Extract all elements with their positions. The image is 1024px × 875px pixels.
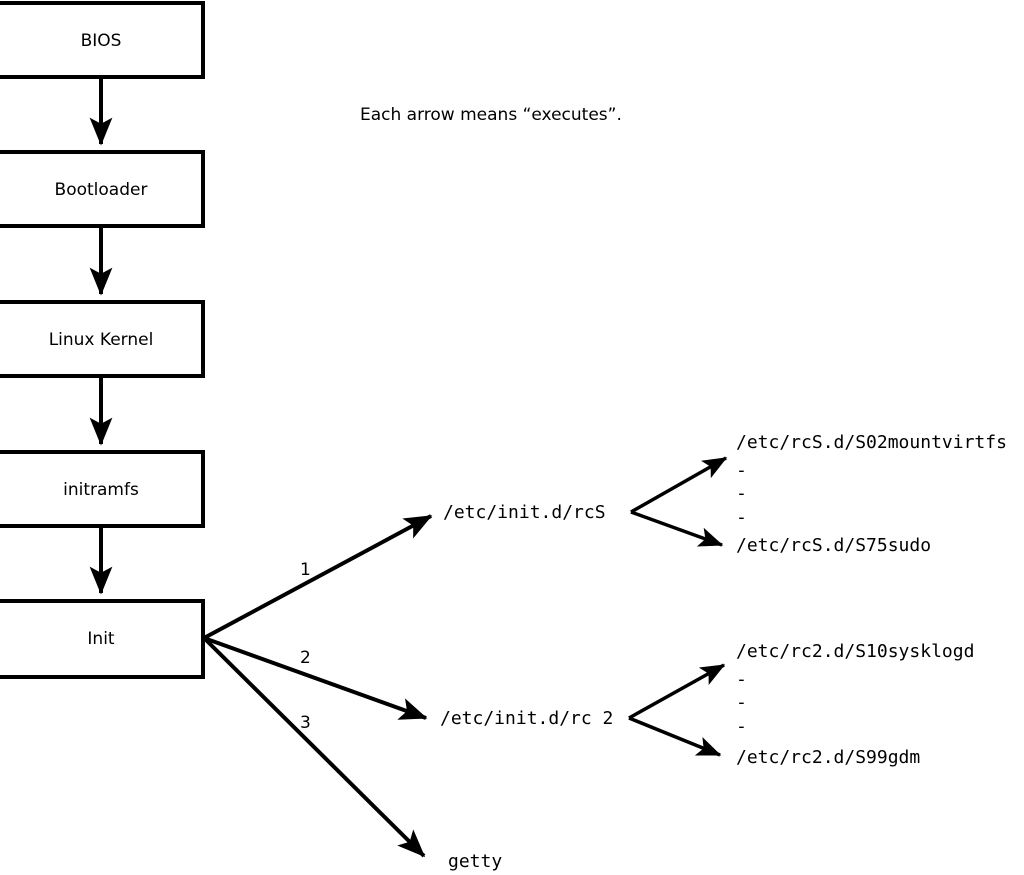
rc2-last-script-label: /etc/rc2.d/S99gdm (736, 747, 920, 768)
rcs-ellipsis-dash-3: - (736, 507, 747, 528)
rcs-script-label: /etc/init.d/rcS (443, 502, 606, 523)
diagram-caption: Each arrow means “executes”. (360, 105, 622, 125)
linux-kernel-box: Linux Kernel (0, 300, 205, 378)
rc2-ellipsis-dash-1: - (736, 669, 747, 690)
initramfs-box-rect (0, 450, 205, 528)
arrow-rcs-to-last-script (630, 510, 724, 547)
initramfs-box: initramfs (0, 450, 205, 528)
rcs-last-script-label: /etc/rcS.d/S75sudo (736, 535, 931, 556)
bios-box-rect (0, 1, 205, 79)
rcs-first-script-label: /etc/rcS.d/S02mountvirtfs (736, 432, 1007, 453)
rc2-script-label: /etc/init.d/rc 2 (440, 708, 613, 729)
arrow-rc2-to-first-script (628, 663, 726, 720)
rcs-ellipsis-dash-1: - (736, 460, 747, 481)
linux-kernel-box-rect (0, 300, 205, 378)
arrow-init-to-getty (202, 636, 426, 858)
init-box: Init (0, 599, 205, 679)
rc2-ellipsis-dash-3: - (736, 716, 747, 737)
bootloader-box-label: Bootloader (55, 180, 148, 200)
arrow-init-to-rc2 (203, 636, 428, 720)
initramfs-box-label: initramfs (63, 480, 139, 500)
branch-number-1: 1 (300, 560, 311, 580)
branch-number-2: 2 (300, 648, 311, 668)
bios-box: BIOS (0, 1, 205, 79)
getty-label: getty (448, 851, 502, 872)
rc2-ellipsis-dash-2: - (736, 692, 747, 713)
bootloader-box: Bootloader (0, 150, 205, 228)
init-box-rect (0, 599, 205, 679)
branch-number-3: 3 (300, 713, 311, 733)
arrow-init-to-rcs (203, 514, 433, 640)
bootloader-box-rect (0, 150, 205, 228)
arrow-rcs-to-first-script (630, 456, 728, 514)
bios-box-label: BIOS (81, 31, 122, 51)
rcs-ellipsis-dash-2: - (736, 483, 747, 504)
linux-kernel-box-label: Linux Kernel (49, 330, 154, 350)
rc2-first-script-label: /etc/rc2.d/S10sysklogd (736, 641, 974, 662)
init-box-label: Init (87, 629, 115, 649)
arrow-rc2-to-last-script (628, 716, 722, 757)
